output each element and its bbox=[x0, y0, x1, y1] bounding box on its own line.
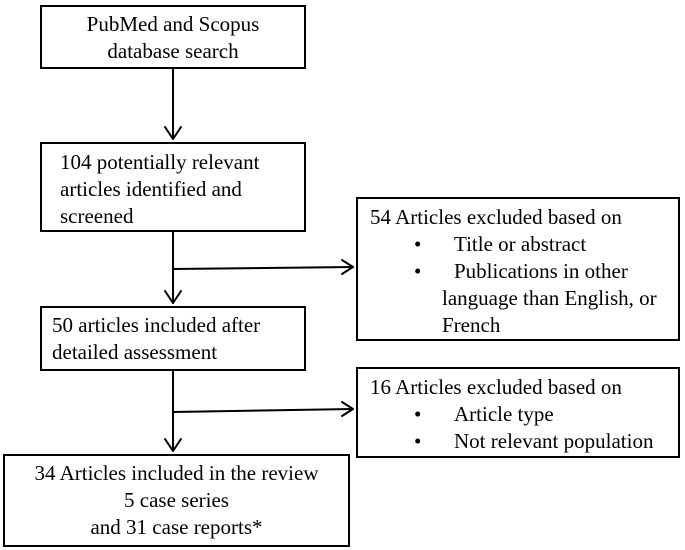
excluded-1-item-text: Publications in other bbox=[454, 259, 628, 283]
arrowhead-icon bbox=[164, 290, 182, 304]
excluded-2-item-text: Not relevant population bbox=[454, 429, 654, 453]
identified-box-line-3: screened bbox=[60, 204, 134, 228]
review-box-line-3: and 31 case reports* bbox=[90, 515, 263, 539]
excluded-2-item: • Article type bbox=[370, 401, 678, 428]
excluded-1-list: • Title or abstract • Publications in ot… bbox=[370, 231, 678, 285]
included-box-line-1: 50 articles included after bbox=[52, 313, 261, 337]
bullet-icon: • bbox=[414, 429, 422, 453]
bullet-icon: • bbox=[414, 259, 422, 283]
excluded-1-heading: 54 Articles excluded based on bbox=[370, 205, 622, 229]
excluded-1-item: • Title or abstract bbox=[370, 231, 678, 258]
included-box-line-2: detailed assessment bbox=[52, 340, 218, 364]
search-box: PubMed and Scopus database search bbox=[40, 5, 306, 69]
search-box-line-2: database search bbox=[107, 39, 239, 63]
review-box-line-1: 34 Articles included in the review bbox=[34, 461, 319, 485]
excluded-box-2: 16 Articles excluded based on • Article … bbox=[356, 367, 680, 458]
arrowhead-icon bbox=[341, 401, 354, 417]
excluded-1-continuation-2: French bbox=[442, 313, 501, 337]
excluded-box-1: 54 Articles excluded based on • Title or… bbox=[356, 197, 680, 341]
identified-box-line-1: 104 potentially relevant bbox=[60, 150, 260, 174]
arrowhead-icon bbox=[341, 259, 354, 275]
arrowhead-icon bbox=[164, 126, 182, 140]
included-box: 50 articles included after detailed asse… bbox=[40, 306, 306, 371]
excluded-1-item-text: Title or abstract bbox=[454, 232, 587, 256]
review-box: 34 Articles included in the review 5 cas… bbox=[3, 454, 350, 547]
excluded-2-heading: 16 Articles excluded based on bbox=[370, 375, 622, 399]
excluded-2-item: • Not relevant population bbox=[370, 428, 678, 455]
identified-box-line-2: articles identified and bbox=[60, 177, 242, 201]
identified-box: 104 potentially relevant articles identi… bbox=[40, 142, 306, 232]
excluded-1-item: • Publications in other bbox=[370, 258, 678, 285]
arrowhead-icon bbox=[164, 438, 182, 452]
bullet-icon: • bbox=[414, 402, 422, 426]
bullet-icon: • bbox=[414, 232, 422, 256]
arrow-to-excluded-2 bbox=[172, 408, 354, 413]
arrow-to-excluded-1 bbox=[172, 266, 354, 270]
excluded-2-list: • Article type • Not relevant population bbox=[370, 401, 678, 455]
excluded-1-continuation-1: language than English, or bbox=[442, 286, 657, 310]
excluded-2-item-text: Article type bbox=[454, 402, 554, 426]
search-box-line-1: PubMed and Scopus bbox=[86, 12, 260, 36]
review-box-line-2: 5 case series bbox=[124, 488, 229, 512]
